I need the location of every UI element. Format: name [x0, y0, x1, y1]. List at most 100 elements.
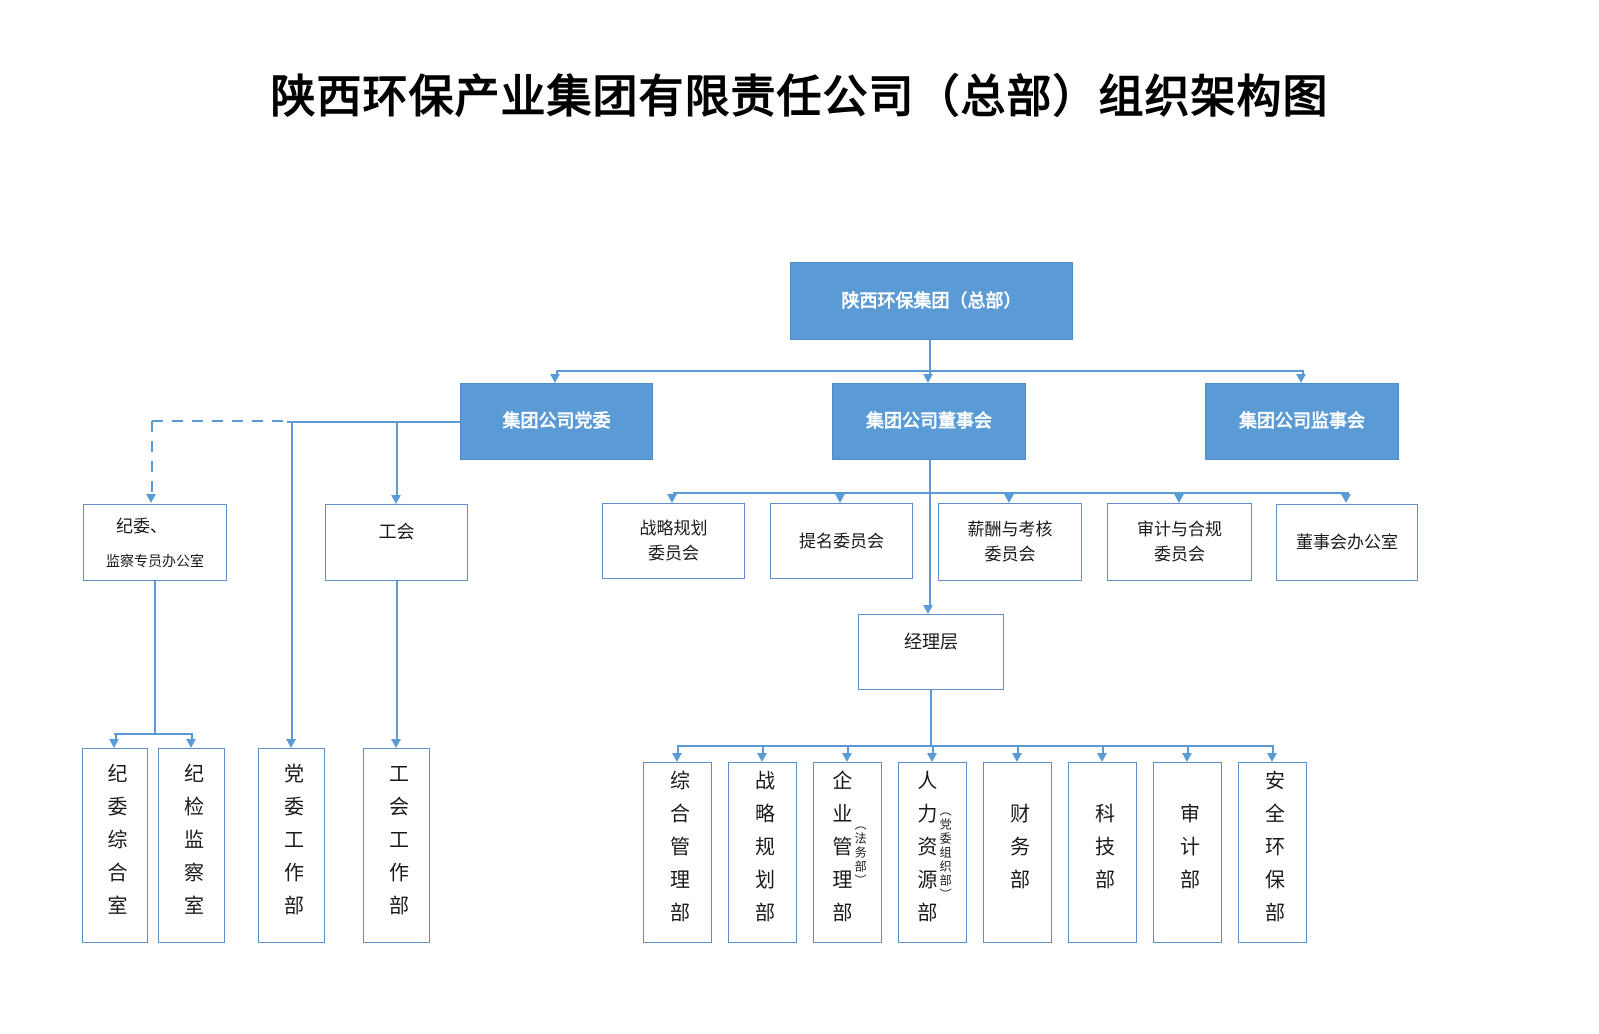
connector-line: [929, 370, 931, 376]
node-discipline-inspection-office: 纪检监察室: [158, 748, 225, 943]
node-strategy-committee: 战略规划 委员会: [602, 503, 745, 579]
node-discipline-general-office: 纪委综合室: [82, 748, 148, 943]
node-hr-dept: 人力资源部 （党委组织部）: [898, 762, 967, 943]
connector-line: [929, 460, 931, 607]
arrow-down-icon: [146, 494, 156, 503]
connector-line: [930, 690, 932, 746]
node-hr-dept-label: 人力资源部: [913, 770, 936, 935]
arrow-down-icon: [550, 374, 560, 383]
node-compensation-committee: 薪酬与考核 委员会: [938, 503, 1082, 581]
connector-line: [115, 733, 117, 741]
node-discipline-inspection-office-label: 纪检监察室: [180, 763, 203, 928]
arrow-down-icon: [186, 739, 196, 748]
connector-line: [929, 340, 931, 371]
node-labor-union-label: 工会: [378, 522, 415, 542]
node-labor-union: 工会: [325, 504, 468, 581]
node-management-layer: 经理层: [858, 614, 1004, 690]
node-finance-dept: 财务部: [983, 762, 1052, 943]
node-safety-env-dept: 安全环保部: [1238, 762, 1307, 943]
arrow-down-icon: [667, 494, 677, 503]
node-audit-dept-label: 审计部: [1176, 803, 1199, 902]
node-party-committee: 集团公司党委: [460, 383, 653, 460]
node-enterprise-mgmt-dept-sublabel: （法务部）: [853, 817, 868, 888]
node-strategy-committee-line2: 委员会: [648, 544, 699, 563]
connector-line: [762, 745, 764, 755]
node-compensation-committee-line1: 薪酬与考核: [967, 520, 1053, 539]
node-discipline-office-line2: 监察专员办公室: [106, 553, 204, 569]
node-safety-env-dept-label: 安全环保部: [1261, 770, 1284, 935]
node-party-committee-label: 集团公司党委: [502, 411, 611, 431]
arrow-down-icon: [1182, 753, 1192, 762]
connector-line: [556, 370, 558, 376]
arrow-down-icon: [1097, 753, 1107, 762]
node-tech-dept: 科技部: [1068, 762, 1137, 943]
node-general-mgmt-dept-label: 综合管理部: [666, 770, 689, 935]
arrow-down-icon: [1267, 753, 1277, 762]
node-strategy-planning-dept-label: 战略规划部: [751, 770, 774, 935]
arrow-down-icon: [286, 739, 296, 748]
connector-line: [291, 421, 293, 739]
arrow-down-icon: [923, 605, 933, 614]
arrow-down-icon: [842, 753, 852, 762]
connector-line: [677, 745, 679, 755]
node-enterprise-mgmt-dept-label: 企业管理部: [828, 770, 851, 935]
connector-line: [396, 581, 398, 739]
connector-line: [191, 733, 193, 741]
connector-line: [396, 421, 398, 495]
node-strategy-committee-line1: 战略规划: [639, 519, 708, 538]
node-audit-compliance-committee: 审计与合规 委员会: [1107, 503, 1252, 581]
node-hq: 陕西环保集团（总部）: [790, 262, 1073, 340]
arrow-down-icon: [927, 753, 937, 762]
node-general-mgmt-dept: 综合管理部: [643, 762, 712, 943]
connector-dashed-line: [152, 420, 288, 422]
node-compensation-committee-line2: 委员会: [984, 545, 1036, 564]
node-hr-dept-sublabel: （党委组织部）: [938, 803, 953, 902]
node-union-work-dept: 工会工作部: [363, 748, 430, 943]
node-finance-dept-label: 财务部: [1006, 803, 1029, 902]
connector-dashed-line: [151, 421, 153, 493]
connector-line: [154, 581, 156, 734]
node-discipline-office: 纪委、 监察专员办公室: [83, 504, 227, 581]
node-discipline-office-line1: 纪委、: [116, 517, 167, 536]
node-discipline-general-office-label: 纪委综合室: [104, 763, 126, 928]
arrow-down-icon: [1341, 494, 1351, 503]
arrow-down-icon: [1012, 753, 1022, 762]
node-board-office-label: 董事会办公室: [1296, 533, 1398, 552]
node-strategy-planning-dept: 战略规划部: [728, 762, 797, 943]
connector-line: [847, 745, 849, 755]
node-audit-dept: 审计部: [1153, 762, 1222, 943]
arrow-down-icon: [391, 495, 401, 504]
node-nomination-committee: 提名委员会: [770, 503, 913, 579]
connector-line: [287, 421, 461, 423]
node-nomination-committee-label: 提名委员会: [799, 531, 884, 551]
node-party-work-dept-label: 党委工作部: [280, 763, 303, 928]
node-supervisory-board-label: 集团公司监事会: [1239, 411, 1365, 431]
arrow-down-icon: [923, 374, 933, 383]
connector-line: [677, 745, 1273, 747]
arrow-down-icon: [109, 739, 119, 748]
node-union-work-dept-label: 工会工作部: [385, 763, 408, 928]
connector-line: [1272, 745, 1274, 755]
node-supervisory-board: 集团公司监事会: [1205, 383, 1399, 460]
arrow-down-icon: [835, 494, 845, 503]
connector-line: [114, 733, 192, 735]
arrow-down-icon: [1296, 374, 1306, 383]
node-board-office: 董事会办公室: [1276, 504, 1418, 581]
arrow-down-icon: [757, 753, 767, 762]
node-management-layer-label: 经理层: [904, 632, 958, 652]
node-hq-label: 陕西环保集团（总部）: [841, 290, 1022, 311]
connector-line: [1102, 745, 1104, 755]
connector-line: [932, 745, 934, 755]
page-title: 陕西环保产业集团有限责任公司（总部）组织架构图: [270, 72, 1329, 122]
node-tech-dept-label: 科技部: [1091, 803, 1114, 902]
node-audit-compliance-committee-line1: 审计与合规: [1137, 520, 1222, 539]
node-party-work-dept: 党委工作部: [258, 748, 325, 943]
arrow-down-icon: [1174, 494, 1184, 503]
node-board-label: 集团公司董事会: [866, 411, 992, 431]
arrow-down-icon: [391, 739, 401, 748]
node-audit-compliance-committee-line2: 委员会: [1154, 545, 1205, 564]
arrow-down-icon: [672, 753, 682, 762]
node-board: 集团公司董事会: [832, 383, 1026, 460]
connector-line: [1187, 745, 1189, 755]
